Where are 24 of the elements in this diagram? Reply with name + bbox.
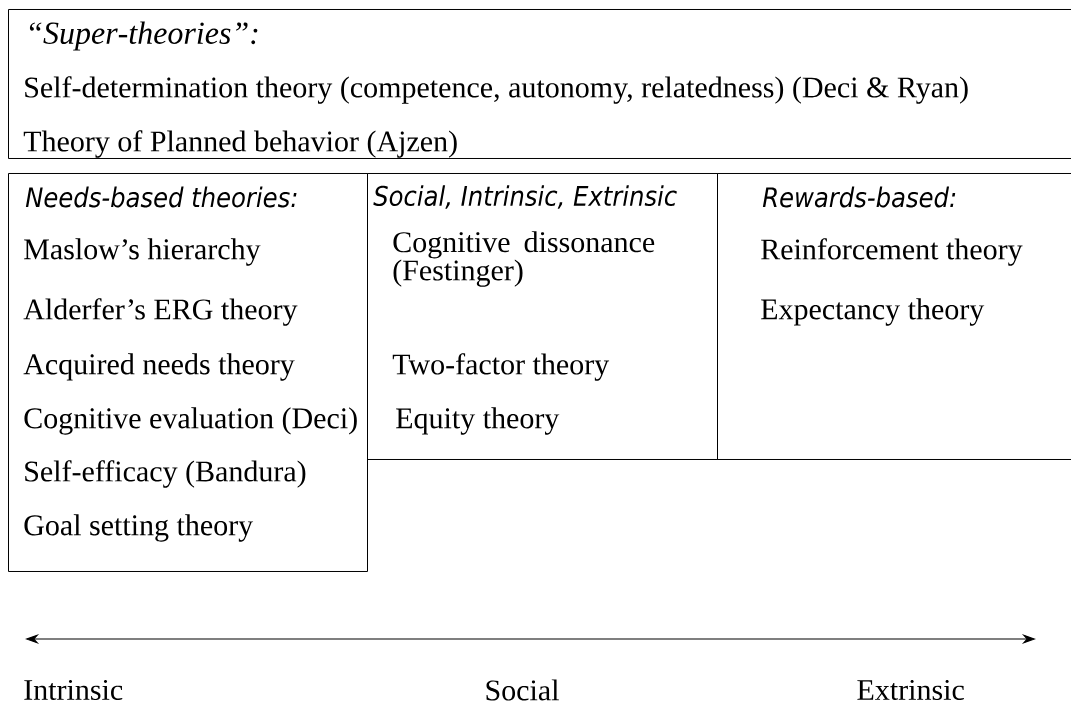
theory-box <box>717 173 1071 460</box>
theory-box <box>8 9 1071 159</box>
scale-label: Extrinsic <box>857 679 964 701</box>
theory-item: Acquired needs theory <box>23 353 295 381</box>
theory-item: Expectancy theory <box>761 298 985 326</box>
theory-item: Theory of Planned behavior (Ajzen) <box>23 130 457 158</box>
theory-item: Goal setting theory <box>24 514 254 542</box>
theory-item: Alderfer’s ERG theory <box>23 298 298 326</box>
scale-label: Social <box>486 679 559 701</box>
box-heading: Social, Intrinsic, Extrinsic <box>373 185 677 209</box>
box-heading: Rewards-based: <box>762 186 956 208</box>
scale-label: Intrinsic <box>24 679 123 701</box>
theory-item: Cognitive dissonance (Festinger) <box>393 231 655 287</box>
theory-box <box>367 173 718 460</box>
theory-item: Equity theory <box>396 407 560 435</box>
theory-item: Self-determination theory (competence, autonomy, relatedness) (Deci & Ryan) <box>25 76 968 104</box>
theory-box <box>8 173 368 572</box>
theory-item: Reinforcement theory <box>761 238 1023 266</box>
theory-item: Self-efficacy (Bandura) <box>25 460 306 488</box>
box-heading: Needs-based theories: <box>25 186 297 208</box>
theory-item: Maslow’s hierarchy <box>24 238 261 266</box>
box-heading: “Super‐theories”: <box>29 21 258 51</box>
theory-item: Two-factor theory <box>392 353 610 381</box>
theory-item: Cognitive evaluation (Deci) <box>24 407 357 435</box>
